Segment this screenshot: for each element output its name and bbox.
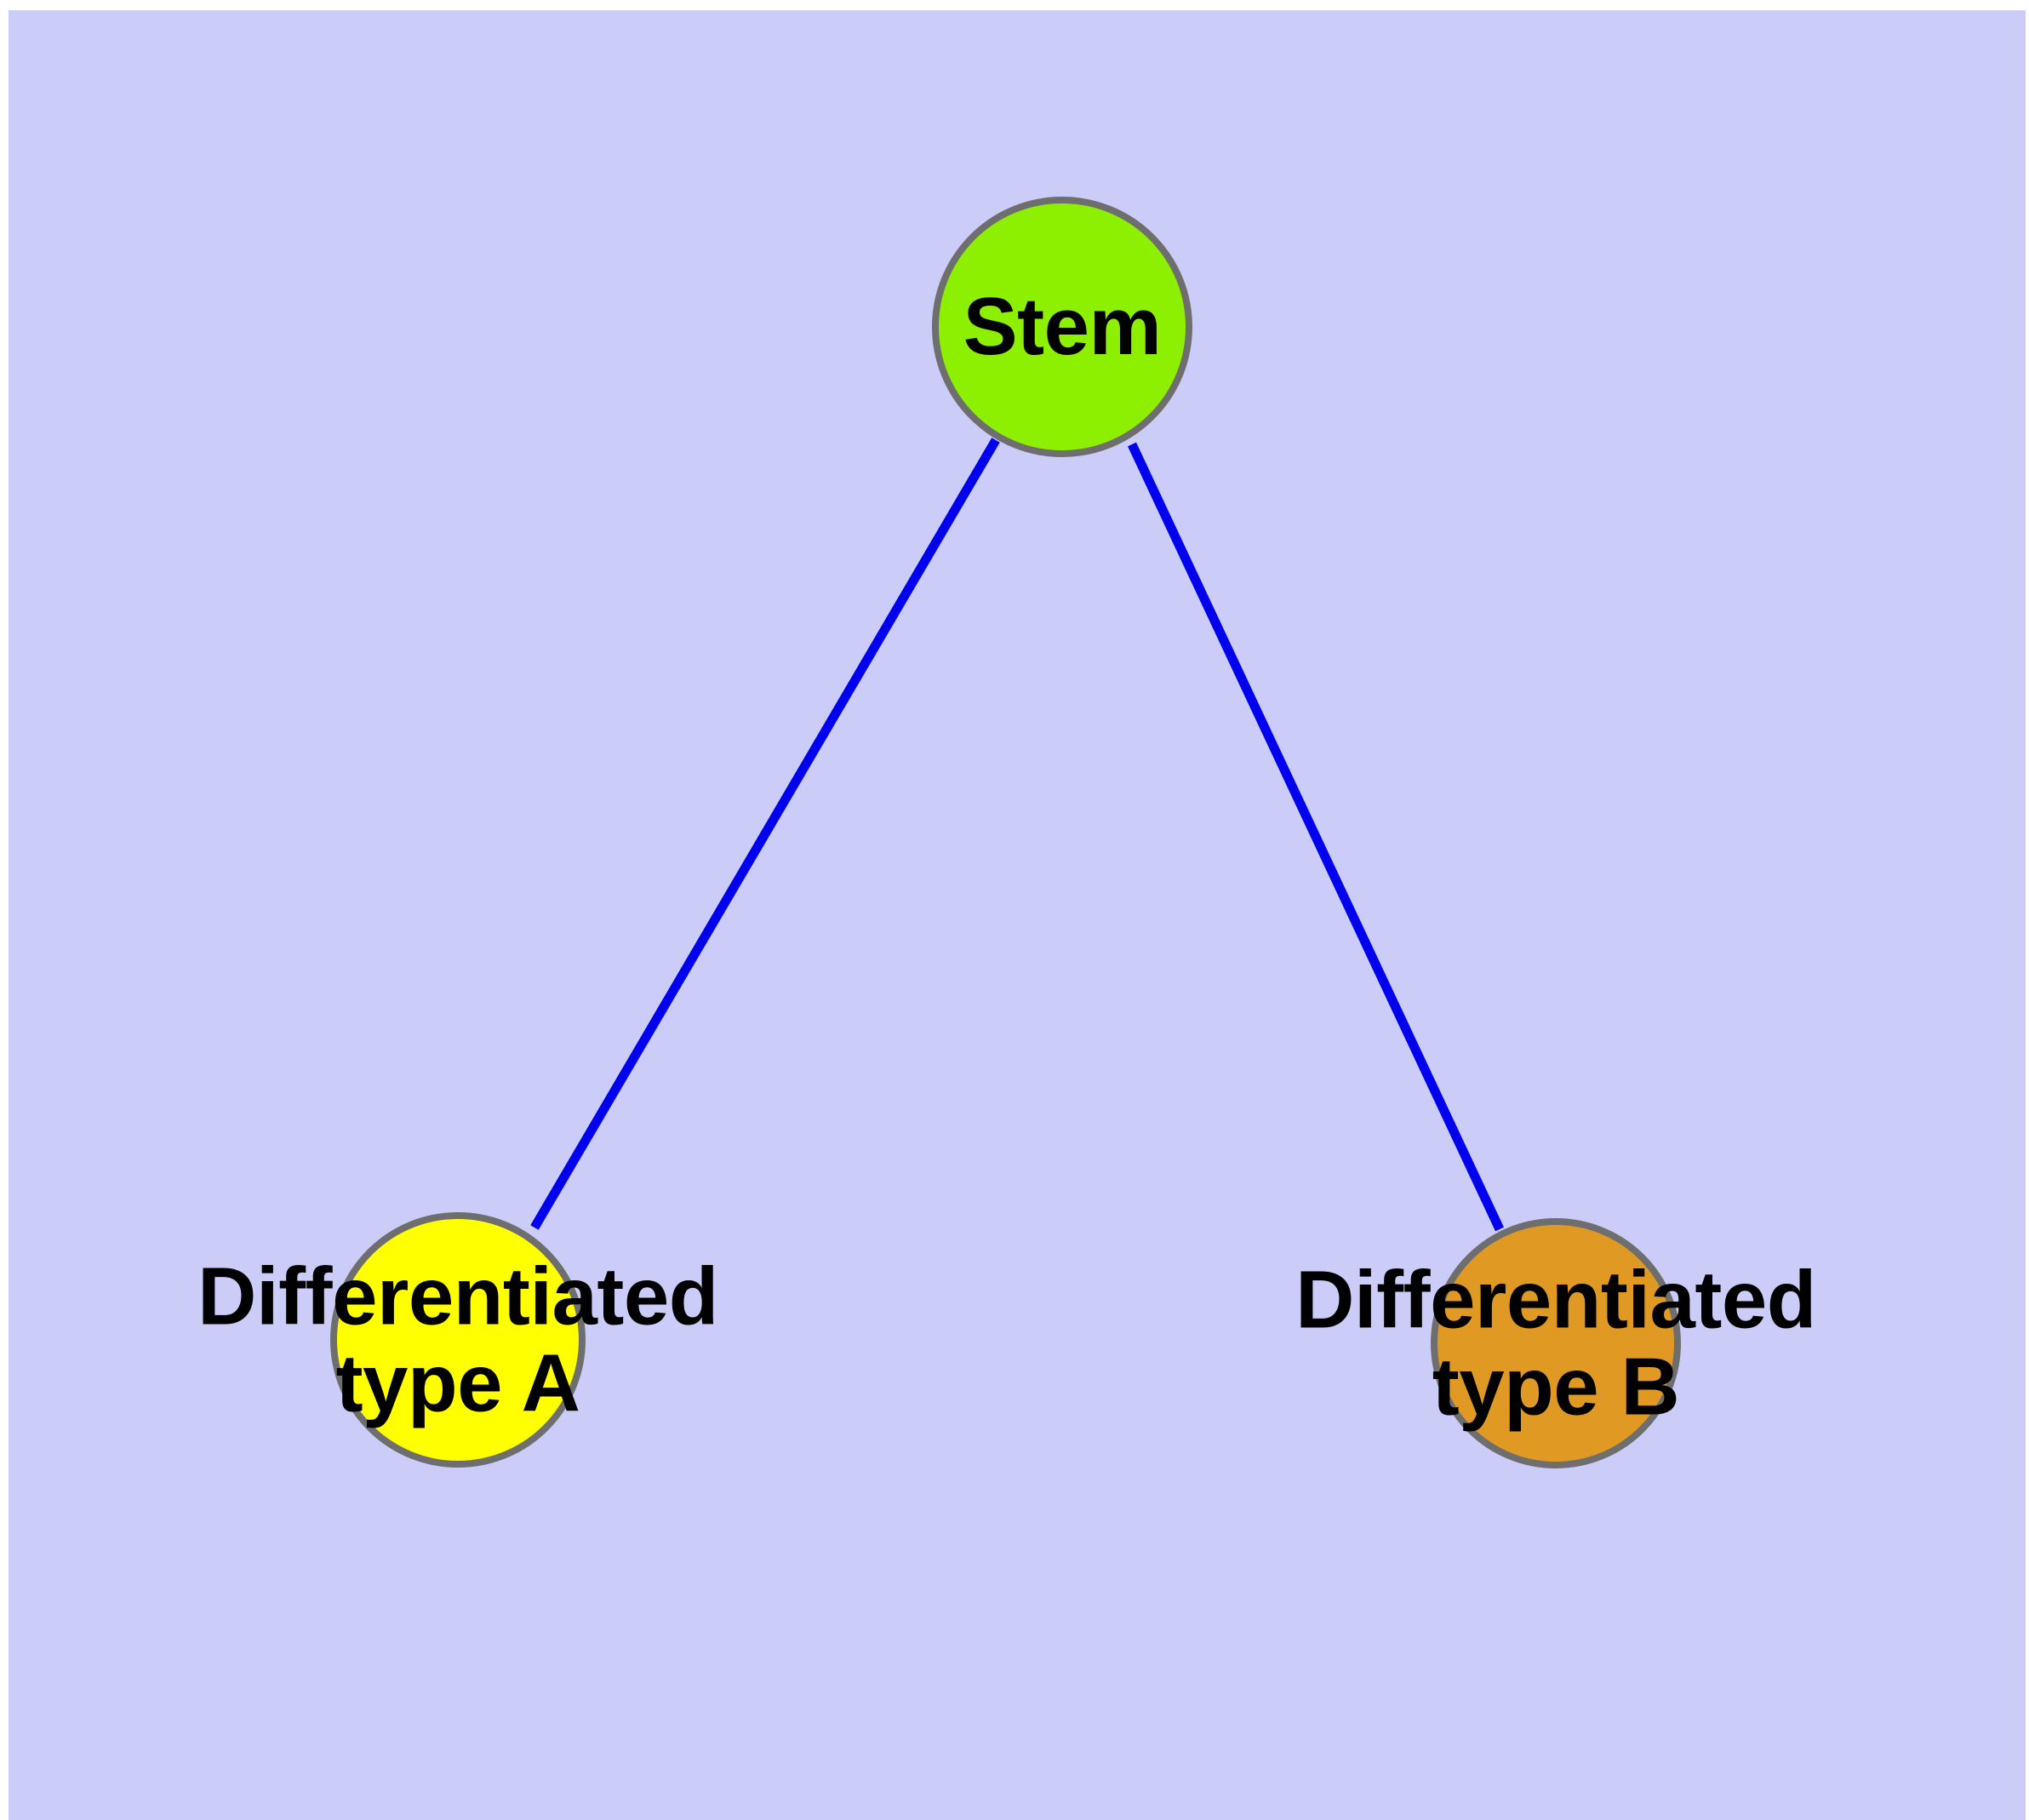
node-differentiated-type-a-label: Differentiated type A xyxy=(197,1251,718,1428)
edge-stem-to-differentiated-type-b xyxy=(1128,442,1504,1232)
node-differentiated-type-b[interactable]: Differentiated type B xyxy=(1295,1218,1816,1468)
node-differentiated-type-b-label: Differentiated type B xyxy=(1295,1254,1816,1432)
node-stem[interactable]: Stem xyxy=(932,197,1192,457)
edge-layer xyxy=(530,438,1504,1232)
node-stem-label: Stem xyxy=(963,281,1162,373)
node-differentiated-type-a[interactable]: Differentiated type A xyxy=(197,1212,718,1468)
edge-stem-to-differentiated-type-a xyxy=(530,438,1000,1230)
graph-plot-area: Stem Differentiated type A Differentiate… xyxy=(9,10,2026,1820)
